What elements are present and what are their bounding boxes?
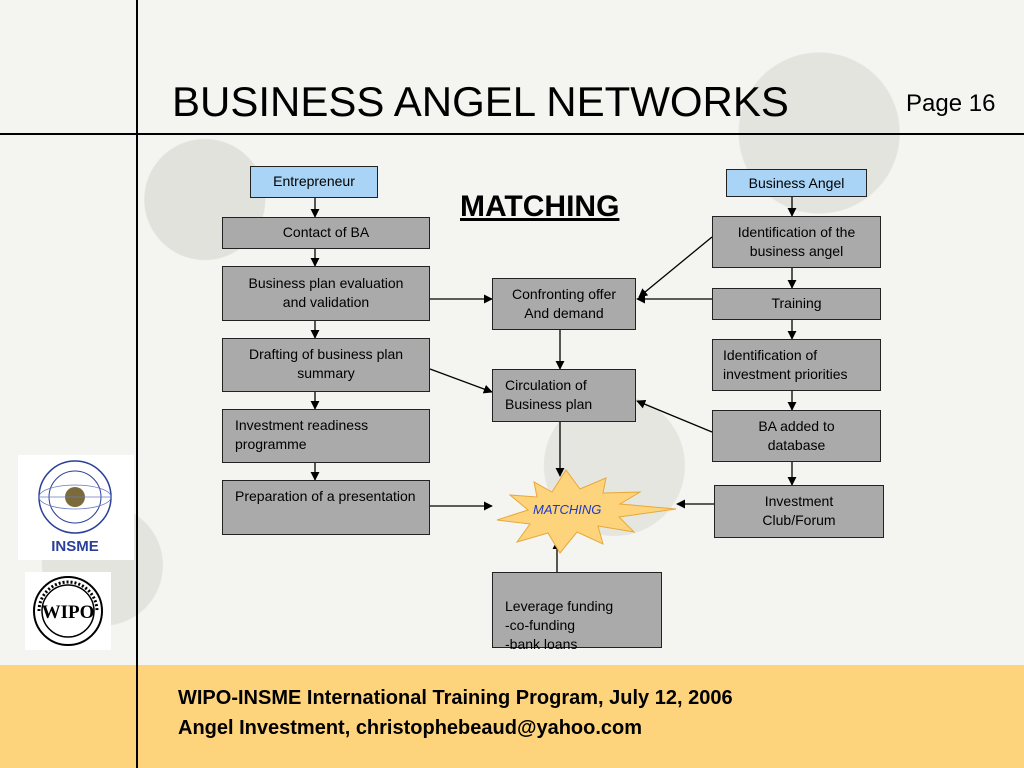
confronting-label: Confronting offer And demand [511,286,617,321]
step-investment-club: Investment Club/Forum [714,485,884,538]
arrow-identification-confronting [638,236,713,298]
footer-band: WIPO-INSME International Training Progra… [0,665,1024,768]
wipo-label: WIPO [42,602,95,623]
step-label: Investment readiness programme [235,417,369,452]
wipo-logo: WIPO [25,572,111,650]
footer-contact: Angel Investment, christophebeaud@yahoo.… [178,717,643,739]
entrepreneur-box: Entrepreneur [250,166,378,198]
step-label: Business plan evaluation and validation [248,275,404,310]
arrow-drafting-circulation [429,368,493,394]
entrepreneur-label: Entrepreneur [273,173,355,189]
flow-arrows [310,197,797,572]
step-label: Identification of the business angel [737,224,856,259]
step-label: Contact of BA [282,224,370,240]
matching-star-label: MATCHING [533,502,602,517]
page-number: Page 16 [906,90,996,117]
arrow-database-circulation [636,399,713,433]
step-label: Investment Club/Forum [762,493,836,528]
circulation-box: Circulation of Business plan [492,369,636,422]
business-angel-box: Business Angel [726,169,867,197]
step-presentation: Preparation of a presentation [222,480,430,535]
horizontal-divider [0,133,1024,135]
insme-logo: INSME [18,455,134,560]
step-label: Identification of investment priorities [723,347,848,382]
step-identification-angel: Identification of the business angel [712,216,881,268]
step-drafting-summary: Drafting of business plan summary [222,338,430,392]
coin-background [0,0,1024,665]
leverage-label: Leverage funding -co-funding -bank loans [505,598,614,652]
step-label: Drafting of business plan summary [248,346,404,381]
step-label: BA added to database [758,418,835,453]
step-contact-of-ba: Contact of BA [222,217,430,249]
step-investment-readiness: Investment readiness programme [222,409,430,463]
step-label: Training [771,295,822,311]
step-training: Training [712,288,881,320]
matching-starburst [496,469,677,554]
matching-heading: MATCHING [460,190,620,223]
step-business-plan-evaluation: Business plan evaluation and validation [222,266,430,321]
confronting-offer-box: Confronting offer And demand [492,278,636,330]
vertical-divider-overlay [136,0,138,768]
slide-title: BUSINESS ANGEL NETWORKS [172,78,789,125]
business-angel-label: Business Angel [748,175,845,191]
step-ba-database: BA added to database [712,410,881,462]
footer-program: WIPO-INSME International Training Progra… [178,687,733,709]
circulation-label: Circulation of Business plan [505,377,593,412]
leverage-funding-box: Leverage funding -co-funding -bank loans [492,572,662,652]
insme-label: INSME [51,538,99,555]
step-investment-priorities: Identification of investment priorities [712,339,881,391]
step-label: Preparation of a presentation [235,488,416,504]
